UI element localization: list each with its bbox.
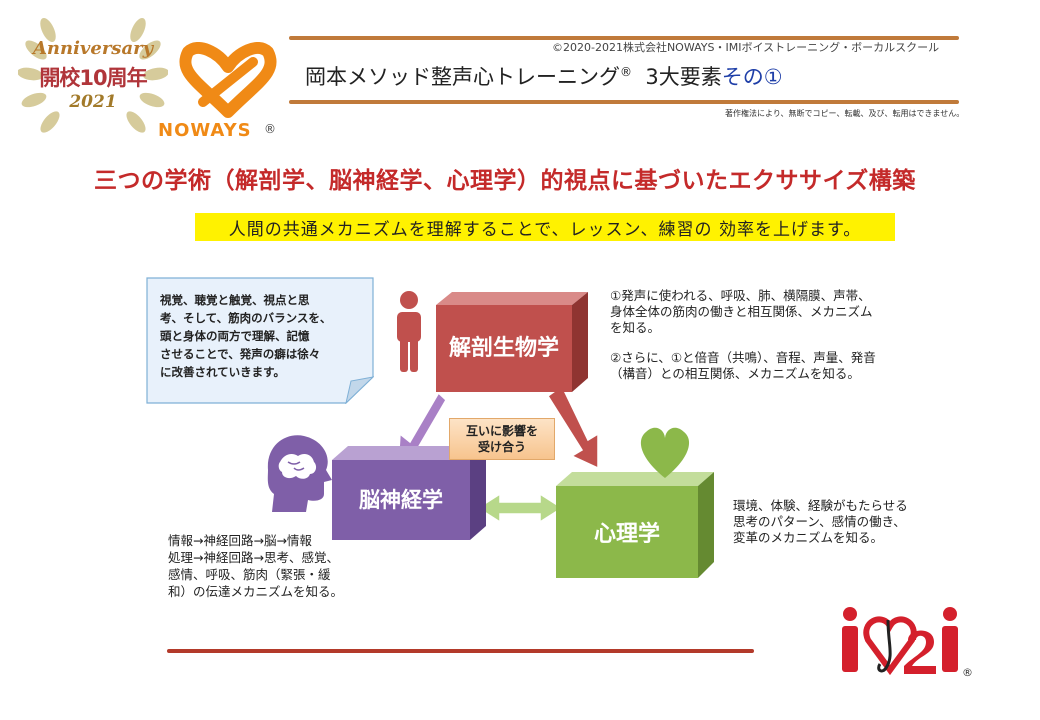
psych-description: 環境、体験、経験がもたらせる 思考のパターン、感情の働き、 変革のメカニズムを知…: [733, 498, 908, 546]
anatomy-p1-line: 身体全体の筋肉の働きと相互関係、メカニズム: [610, 304, 873, 319]
imi-logo: ®: [838, 600, 973, 680]
badge-year-text: 2021: [69, 92, 117, 112]
note-line: 頭と身体の両方で理解、記憶: [160, 329, 310, 343]
noways-logo: NOWAYS ®: [158, 42, 306, 142]
noways-heart-ribbon-icon: [179, 42, 277, 118]
neuro-line: 感情、呼吸、筋肉（緊張・緩: [168, 567, 331, 582]
note-text: 視覚、聴覚と触覚、視点と思 考、そして、筋肉のバランスを、 頭と身体の両方で理解…: [160, 291, 360, 381]
noways-reg-mark: ®: [264, 122, 276, 136]
mutual-line-2: 受け合う: [477, 440, 526, 454]
badge-anniversary-text: Anniversary: [32, 38, 154, 59]
header-top-line: [289, 36, 959, 40]
title-reg-mark: ®: [620, 65, 632, 79]
neuro-box: [332, 446, 486, 540]
laurel-wreath-icon: [18, 17, 168, 133]
banner-text: 人間の共通メカニズムを理解することで、レッスン、練習の 効率を上げます。: [228, 219, 862, 240]
anatomy-box: [436, 292, 588, 392]
title-sub: その①: [721, 65, 783, 89]
psych-box: [556, 472, 714, 578]
person-icon: [397, 291, 421, 372]
note-line: 視覚、聴覚と触覚、視点と思: [160, 293, 310, 307]
note-line: に改善されていきます。: [160, 365, 286, 379]
anatomy-p2-line: ②さらに、①と倍音（共鳴）、音程、声量、発音: [610, 350, 876, 365]
note-callout: 視覚、聴覚と触覚、視点と思 考、そして、筋肉のバランスを、 頭と身体の両方で理解…: [146, 277, 374, 404]
imi-logo-mark-icon: [842, 607, 958, 676]
heart-icon: [640, 427, 690, 478]
title-main: 岡本メソッド整声心トレーニング: [305, 65, 620, 89]
arrow-neuro-psych: [476, 492, 564, 524]
neuro-line: 処理→神経回路→思考、感覚、: [168, 550, 339, 565]
footer-line: [167, 649, 754, 653]
anatomy-p1-line: を知る。: [610, 320, 661, 335]
note-line: させることで、発声の癖は徐々: [160, 347, 321, 361]
noways-wordmark: NOWAYS: [158, 120, 252, 141]
anatomy-p1-line: ①発声に使われる、呼吸、肺、横隔膜、声帯、: [610, 288, 871, 303]
anniversary-badge: Anniversary 開校10周年 2021: [18, 10, 168, 145]
anatomy-box-label: 解剖生物学: [448, 336, 559, 361]
header-bottom-line: [289, 100, 959, 104]
note-line: 考、そして、筋肉のバランスを、: [160, 311, 332, 325]
psych-line: 思考のパターン、感情の働き、: [733, 514, 906, 529]
imi-reg-mark: ®: [962, 666, 973, 679]
title-count: 3大要素: [645, 65, 722, 89]
copyright-text: ©2020-2021株式会社NOWAYS・IMIボイストレーニング・ボーカルスク…: [552, 41, 940, 54]
badge-kaiko-text: 開校10周年: [39, 66, 147, 90]
anatomy-description: ①発声に使われる、呼吸、肺、横隔膜、声帯、 身体全体の筋肉の働きと相互関係、メカ…: [610, 288, 876, 382]
psych-line: 環境、体験、経験がもたらせる: [733, 498, 908, 513]
note-folded-corner-shape: [146, 277, 374, 404]
copyright-notice: 著作権法により、無断でコピー、転載、及び、転用はできません。: [725, 109, 965, 118]
arrow-anatomy-psych: [546, 384, 599, 470]
neuro-description: 情報→神経回路→脳→情報 処理→神経回路→思考、感覚、 感情、呼吸、筋肉（緊張・…: [168, 532, 343, 600]
neuro-box-label: 脳神経学: [359, 488, 443, 512]
psych-box-label: 心理学: [593, 522, 660, 547]
neuro-line: 和）の伝達メカニズムを知る。: [168, 584, 344, 599]
psych-line: 変革のメカニズムを知る。: [733, 530, 884, 545]
mutual-line-1: 互いに影響を: [465, 424, 538, 438]
yellow-banner: 人間の共通メカニズムを理解することで、レッスン、練習の 効率を上げます。: [195, 213, 895, 241]
section-heading: 三つの学術（解剖学、脳神経学、心理学）的視点に基づいたエクササイズ構築: [94, 168, 916, 194]
neuro-line: 情報→神経回路→脳→情報: [168, 533, 312, 548]
anatomy-p2-line: （構音）との相互関係、メカニズムを知る。: [610, 366, 860, 381]
page-title: 岡本メソッド整声心トレーニング® 3大要素その①: [305, 61, 783, 91]
brain-head-icon: [267, 435, 332, 512]
mutual-influence-label: 互いに影響を 受け合う: [449, 418, 555, 460]
